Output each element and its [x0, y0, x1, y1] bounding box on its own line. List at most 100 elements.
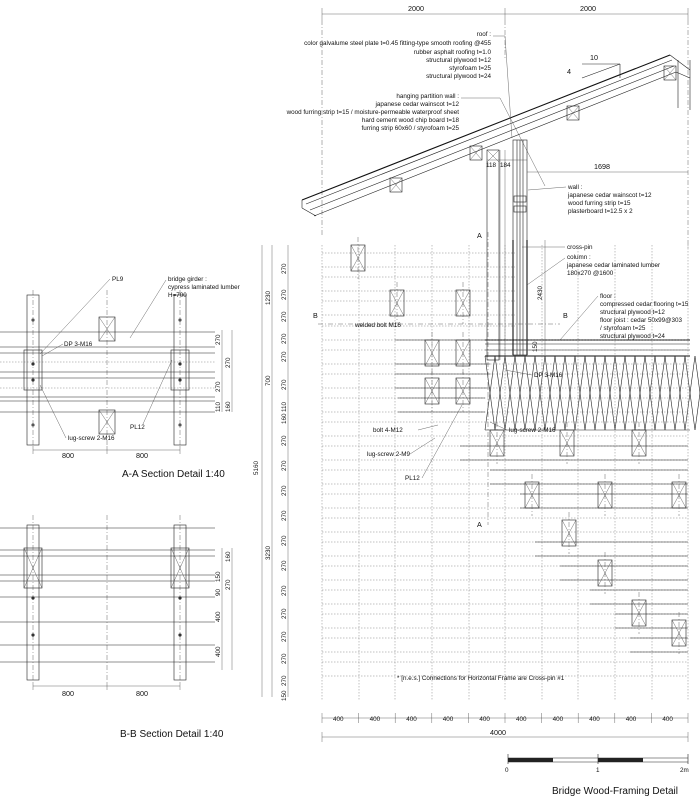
roof-slope-rise: 4	[567, 67, 571, 76]
aa-dim-b-2: 800	[136, 451, 148, 460]
left-dim-lower: 270	[281, 435, 288, 446]
aa-title: A-A Section Detail 1:40	[122, 469, 225, 480]
bb-section: 160 150 90 270 400 400 800 800 B-B Secti…	[0, 515, 233, 740]
floor-line-3: floor joist : cedar 50x99@303	[600, 317, 682, 324]
roof-structure	[301, 54, 691, 217]
truss-diagonal	[494, 355, 506, 431]
left-dim-lower: 150	[281, 690, 288, 701]
dim-2430: 2430	[537, 285, 544, 300]
wall-line-3: plasterboard t=12.5 x 2	[568, 208, 633, 215]
bottom-dim-segment: 400	[662, 716, 673, 723]
column-title: column :	[567, 254, 591, 261]
lug-main-label: lug-screw 2-M16	[509, 427, 556, 434]
truss-diagonal	[614, 355, 626, 431]
section-mark-b-right: B	[563, 311, 568, 320]
dim-118: 118	[486, 162, 497, 169]
column-line-1: japanese cedar laminated lumber	[566, 262, 660, 269]
left-dim-lower: 270	[281, 653, 288, 664]
truss-diagonal	[574, 355, 586, 431]
section-mark-b-left: B	[313, 311, 318, 320]
dim-184: 184	[500, 162, 511, 169]
floor-line-2: structural plywood t=12	[600, 309, 665, 316]
roof-rafter-boxes	[389, 65, 677, 193]
bb-dim-r-4: 270	[225, 579, 232, 590]
wall-title: wall :	[567, 184, 583, 191]
bb-dim-r-3: 90	[215, 588, 222, 596]
truss-diagonal	[664, 355, 676, 431]
left-dim-upper: 270	[281, 263, 288, 274]
partition-line-2: wood furring strip t=15 / moisture-perme…	[286, 109, 460, 116]
bb-title: B-B Section Detail 1:40	[120, 729, 224, 740]
roof-title: roof :	[477, 31, 492, 38]
roof-slope-indicator: 4 10	[567, 53, 621, 79]
top-dim-left: 2000	[408, 4, 424, 13]
bottom-dim-segment: 400	[553, 716, 564, 723]
partition-line-4: furring strip 60x60 / styrofoam t=25	[362, 125, 460, 132]
connection-note: * [n.e.s.] Connections for Horizontal Fr…	[397, 675, 565, 682]
dp-main-label: DP 3-M16	[534, 372, 563, 379]
truss-diagonal	[524, 355, 536, 431]
left-dim-upper: 270	[281, 289, 288, 300]
wall-line-1: japanese cedar wainscot t=12	[567, 192, 652, 199]
bottom-dim-segment: 400	[370, 716, 381, 723]
truss-diagonal	[634, 355, 646, 431]
left-dim-mid: 110	[281, 401, 288, 412]
section-mark-a-top: A	[477, 231, 482, 240]
truss-diagonal	[544, 355, 556, 431]
bb-dim-r-5: 400	[215, 611, 222, 622]
dim-3230: 3230	[265, 545, 272, 560]
column-line-2: 180x270 @1600	[567, 270, 614, 277]
truss-diagonal	[564, 355, 576, 431]
truss-diagonal	[674, 355, 686, 431]
left-dimension-chain: 5160 1230 700 3230 270270270270270270110…	[253, 245, 289, 701]
floor-line-4: / styrofoam t=25	[600, 325, 646, 332]
truss-diagonal	[594, 355, 606, 431]
welded-bolt-label: welded bolt M16	[354, 322, 401, 329]
bottom-dim-segment: 400	[406, 716, 417, 723]
truss-diagonal	[554, 355, 566, 431]
partition-line-3: hard cement wood chip board t=18	[362, 117, 460, 124]
left-dim-lower: 270	[281, 560, 288, 571]
scale-label-2m: 2m	[680, 767, 689, 774]
section-mark-a-bottom: A	[477, 520, 482, 529]
floor-line-1: compressed cedar flooring t=15	[600, 301, 689, 308]
floor-title: floor :	[600, 293, 616, 300]
aa-dim-r-3: 270	[215, 381, 222, 392]
dim-1230: 1230	[265, 290, 272, 305]
floor-note: floor : compressed cedar flooring t=15 s…	[559, 293, 689, 341]
left-dim-lower: 270	[281, 631, 288, 642]
scale-label-1: 1	[596, 767, 600, 774]
dim-5160: 5160	[253, 460, 260, 475]
bb-dim-b-1: 800	[62, 689, 74, 698]
left-dim-upper: 270	[281, 333, 288, 344]
truss-diagonal	[484, 355, 496, 431]
bb-dim-b-2: 800	[136, 689, 148, 698]
wall-line-2: wood furring strip t=15	[567, 200, 631, 207]
aa-dim-r-1: 270	[225, 357, 232, 368]
truss-diagonal	[624, 355, 636, 431]
aa-girder-title: bridge girder :	[168, 276, 207, 283]
truss-diagonal	[584, 355, 596, 431]
aa-pl9-label: PL9	[112, 276, 124, 283]
wall-note: wall : japanese cedar wainscot t=12 wood…	[527, 184, 652, 215]
truss-diagonal	[684, 355, 696, 431]
bottom-dim-segment: 400	[443, 716, 454, 723]
dim-total-4000: 4000	[490, 728, 506, 737]
truss-diagonal	[654, 355, 666, 431]
roof-line-1: color galvalume steel plate t=0.45 fitti…	[304, 40, 491, 47]
bottom-dim-segment: 400	[516, 716, 527, 723]
truss-diagonal	[514, 355, 526, 431]
scale-label-0: 0	[505, 767, 509, 774]
bb-dim-r-6: 400	[215, 646, 222, 657]
floor-deck	[485, 339, 690, 431]
truss-diagonal	[694, 355, 700, 396]
left-dim-lower: 270	[281, 460, 288, 471]
aa-dim-r-2: 270	[215, 334, 222, 345]
post-boxes	[350, 237, 687, 654]
left-dim-mid: 160	[281, 413, 288, 424]
left-dim-mid: 270	[281, 351, 288, 362]
left-dim-lower: 270	[281, 585, 288, 596]
aa-lug-label: lug-screw 2-M16	[68, 435, 115, 442]
